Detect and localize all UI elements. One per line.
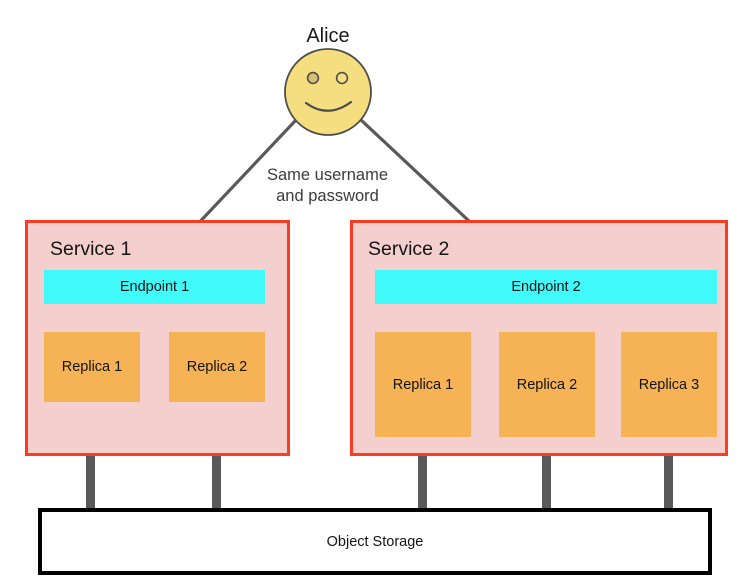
smiley-face-icon xyxy=(284,48,372,136)
endpoint-box-2[interactable]: Endpoint 2 xyxy=(375,270,717,304)
actor-label-alice: Alice xyxy=(306,25,350,47)
replica-box-s2-2[interactable]: Replica 2 xyxy=(499,332,595,437)
edge-label-credentials: Same username and password xyxy=(256,165,399,207)
service-title-2: Service 2 xyxy=(368,238,450,260)
replica-box-s2-1[interactable]: Replica 1 xyxy=(375,332,471,437)
connector-s2-replica1-to-storage xyxy=(418,436,427,512)
object-storage-box[interactable]: Object Storage xyxy=(38,508,712,575)
connector-s1-replica2-to-storage xyxy=(212,400,221,512)
replica-box-s1-1[interactable]: Replica 1 xyxy=(44,332,140,402)
replica-box-s1-2[interactable]: Replica 2 xyxy=(169,332,265,402)
edge-label-line-1: Same username xyxy=(266,166,389,184)
replica-box-s2-3[interactable]: Replica 3 xyxy=(621,332,717,437)
connector-s2-replica3-to-storage xyxy=(664,436,673,512)
edge-label-line-2: and password xyxy=(276,187,379,205)
endpoint-box-1[interactable]: Endpoint 1 xyxy=(44,270,265,304)
service-title-1: Service 1 xyxy=(50,238,132,260)
connector-s2-replica2-to-storage xyxy=(542,436,551,512)
connector-s1-replica1-to-storage xyxy=(86,400,95,512)
